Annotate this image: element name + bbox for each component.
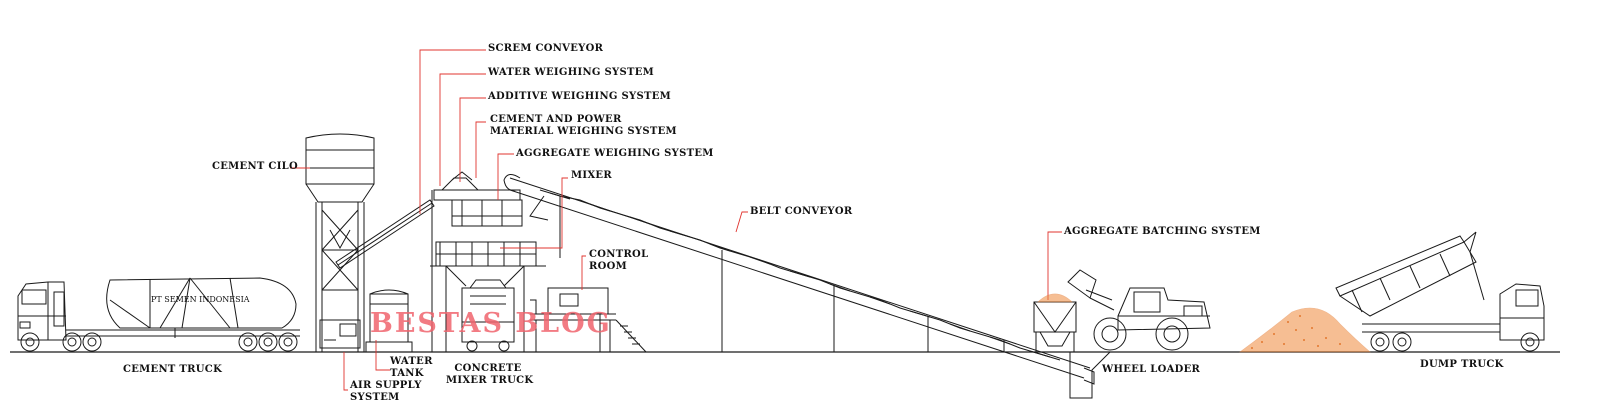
- label-air-supply-line1: AIR SUPPLY: [350, 380, 422, 391]
- label-water-tank-line1: WATER: [390, 356, 433, 367]
- label-screw-conveyor: SCREM CONVEYOR: [488, 43, 604, 54]
- label-water-weighing: WATER WEIGHING SYSTEM: [488, 67, 655, 78]
- label-wheel-loader: WHEEL LOADER: [1102, 364, 1201, 375]
- label-air-supply-line2: SYSTEM: [350, 392, 400, 403]
- label-cement-power-line1: CEMENT AND POWER: [490, 114, 622, 125]
- label-dump-truck: DUMP TRUCK: [1420, 359, 1504, 370]
- cement-silo-drawing: [305, 133, 375, 352]
- label-mixer: MIXER: [571, 170, 612, 181]
- aggregate-pile-ground: [1239, 307, 1371, 353]
- leader-lines: [290, 49, 1062, 391]
- label-cement-truck: CEMENT TRUCK: [123, 364, 223, 375]
- label-additive-weighing: ADDITIVE WEIGHING SYSTEM: [488, 91, 672, 102]
- label-concrete-mixer-line2: MIXER TRUCK: [446, 375, 534, 386]
- label-water-tank-line2: TANK: [390, 368, 424, 379]
- label-concrete-mixer-line1: CONCRETE: [454, 363, 522, 374]
- screw-conveyor-drawing: [335, 199, 435, 269]
- truck-tank-lettering: PT SEMEN INDONESIA: [151, 295, 250, 304]
- belt-conveyor-drawing: [503, 174, 1095, 385]
- label-control-room-line1: CONTROL: [589, 249, 649, 260]
- label-aggregate-batching: AGGREGATE BATCHING SYSTEM: [1064, 226, 1261, 237]
- label-control-room-line2: ROOM: [589, 261, 628, 272]
- mixing-tower-drawing: [430, 171, 546, 352]
- wheel-loader-drawing: [1067, 269, 1211, 351]
- dump-truck-drawing: [1335, 231, 1545, 352]
- cement-truck-drawing: [17, 277, 300, 352]
- label-belt-conveyor: BELT CONVEYOR: [750, 206, 853, 217]
- label-cement-power-line2: MATERIAL WEIGHING SYSTEM: [490, 126, 677, 137]
- water-tank-drawing: [365, 289, 413, 353]
- label-cement-silo: CEMENT CILO: [212, 161, 299, 172]
- aggregate-piles: [1037, 293, 1371, 353]
- watermark: BESTAS BLOG: [370, 308, 612, 339]
- aggregate-batching-drawing: [1033, 301, 1077, 352]
- conveyor-pit: [1069, 351, 1111, 399]
- label-aggregate-weighing: AGGREGATE WEIGHING SYSTEM: [516, 148, 714, 159]
- control-room-drawing: [530, 287, 647, 353]
- aggregate-pile-bin: [1037, 293, 1073, 303]
